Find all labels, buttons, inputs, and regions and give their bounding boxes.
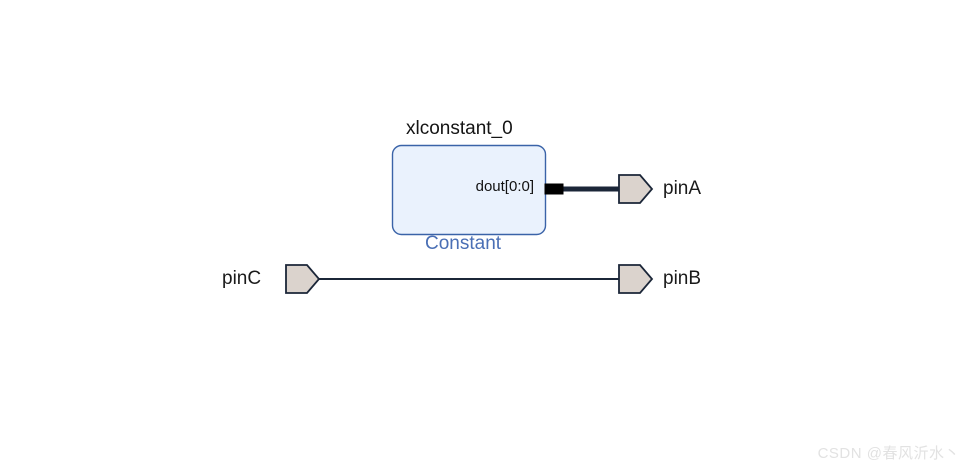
block-type-label: Constant bbox=[425, 233, 502, 254]
block-instance-name: xlconstant_0 bbox=[406, 118, 513, 139]
pin-shape-pinb[interactable] bbox=[618, 264, 654, 294]
pin-label-pinc: pinC bbox=[222, 268, 262, 289]
port-label-dout: dout[0:0] bbox=[475, 178, 534, 195]
pin-label-pinb: pinB bbox=[663, 268, 702, 289]
pin-shape-pina[interactable] bbox=[618, 174, 654, 204]
port-stub-dout[interactable] bbox=[544, 183, 564, 195]
pin-label-pina: pinA bbox=[663, 178, 702, 199]
watermark: CSDN @春风沂水丶 bbox=[817, 445, 960, 462]
pin-shape-pinc[interactable] bbox=[285, 264, 321, 294]
